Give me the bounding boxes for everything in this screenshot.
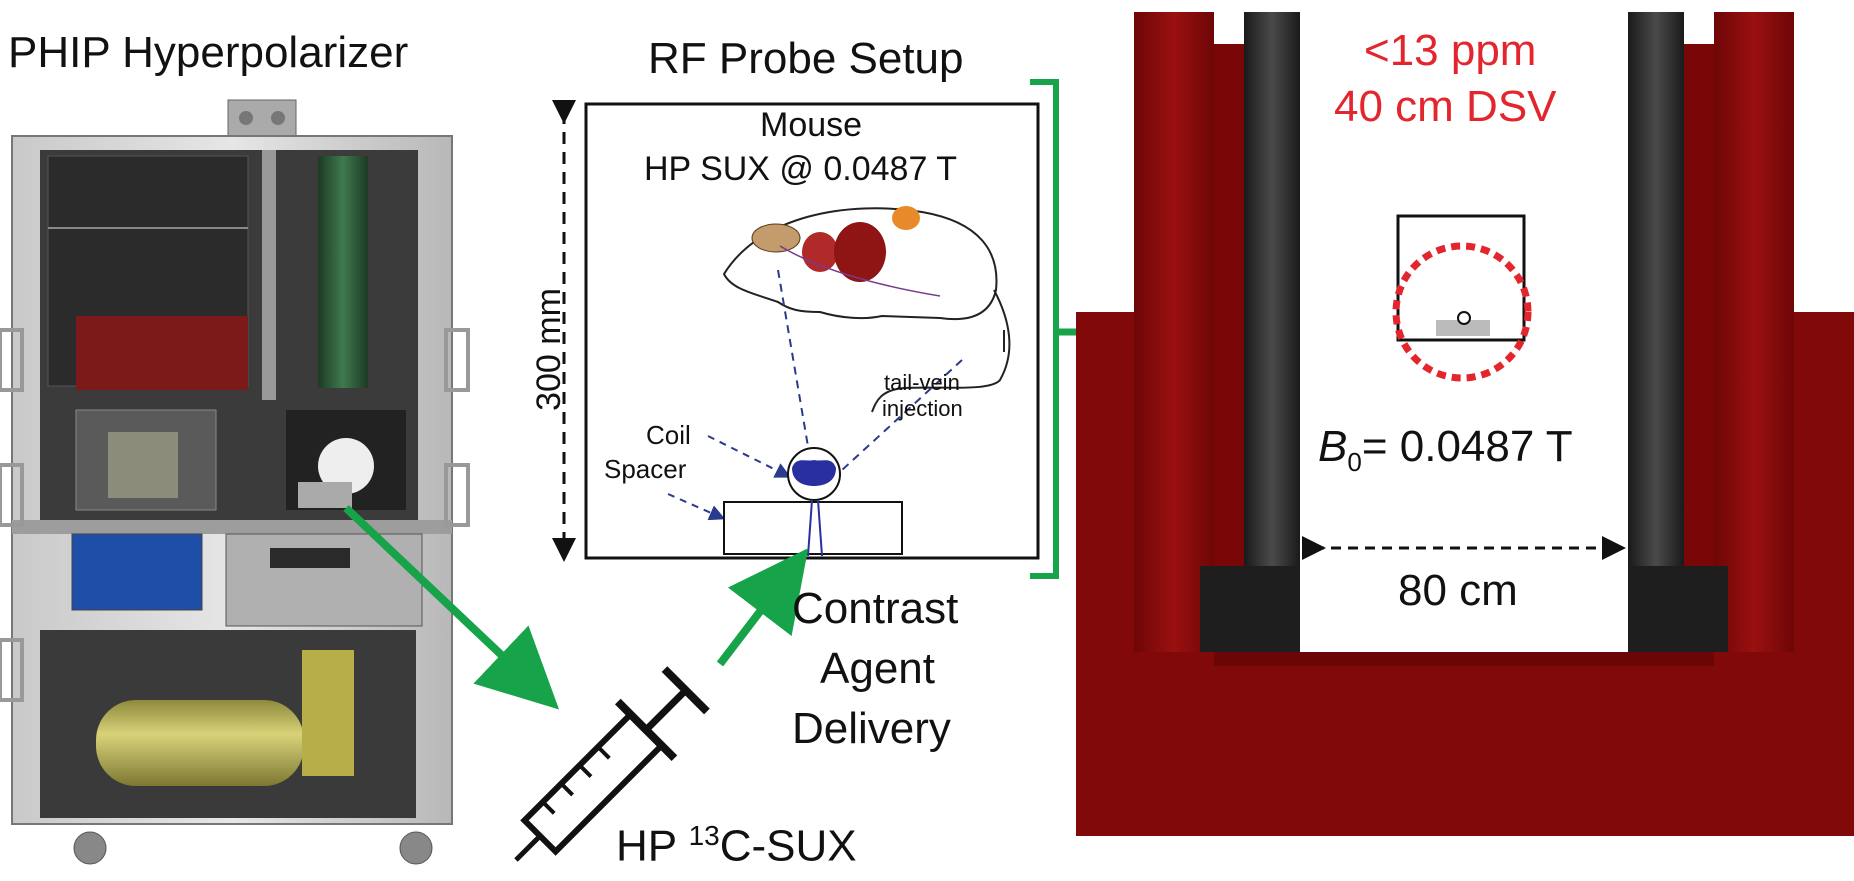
syringe-icon <box>514 666 710 862</box>
homogeneity-line1: <13 ppm <box>1364 26 1537 75</box>
field-strength: B0= 0.0487 T <box>1318 422 1573 478</box>
arrow-to-probe <box>716 548 809 667</box>
coil-and-spacer <box>667 269 963 557</box>
height-label: 300 mm <box>529 288 568 411</box>
agent-label: HP 13C-SUX <box>616 820 857 872</box>
hyperpolarizer-cabinet <box>0 99 470 865</box>
arrow-to-syringe <box>343 505 560 710</box>
homogeneity-line2: 40 cm DSV <box>1334 82 1557 131</box>
field-subscript: 0 <box>1347 446 1362 477</box>
probe-setup-title: RF Probe Setup <box>648 34 964 83</box>
delivery-line2: Agent <box>820 644 935 693</box>
agent-prefix: HP <box>616 821 689 871</box>
hyperpolarizer-title: PHIP Hyperpolarizer <box>8 28 409 77</box>
tail-label-line2: injection <box>882 396 963 421</box>
mouse-illustration <box>722 206 1011 413</box>
coil-label: Coil <box>646 420 691 450</box>
delivery-line1: Contrast <box>792 584 959 633</box>
tail-label-line1: tail-vein <box>884 370 960 395</box>
field-symbol: B <box>1318 422 1348 471</box>
gap-label: 80 cm <box>1398 566 1518 615</box>
field-value: = 0.0487 T <box>1361 422 1573 471</box>
spacer-label: Spacer <box>604 454 687 484</box>
delivery-line3: Delivery <box>792 704 951 753</box>
subject-line1: Mouse <box>760 106 863 144</box>
agent-suffix: C-SUX <box>719 821 857 871</box>
subject-line2: HP SUX @ 0.0487 T <box>644 150 957 188</box>
dsv-region <box>1392 214 1532 382</box>
agent-isotope: 13 <box>688 820 720 851</box>
